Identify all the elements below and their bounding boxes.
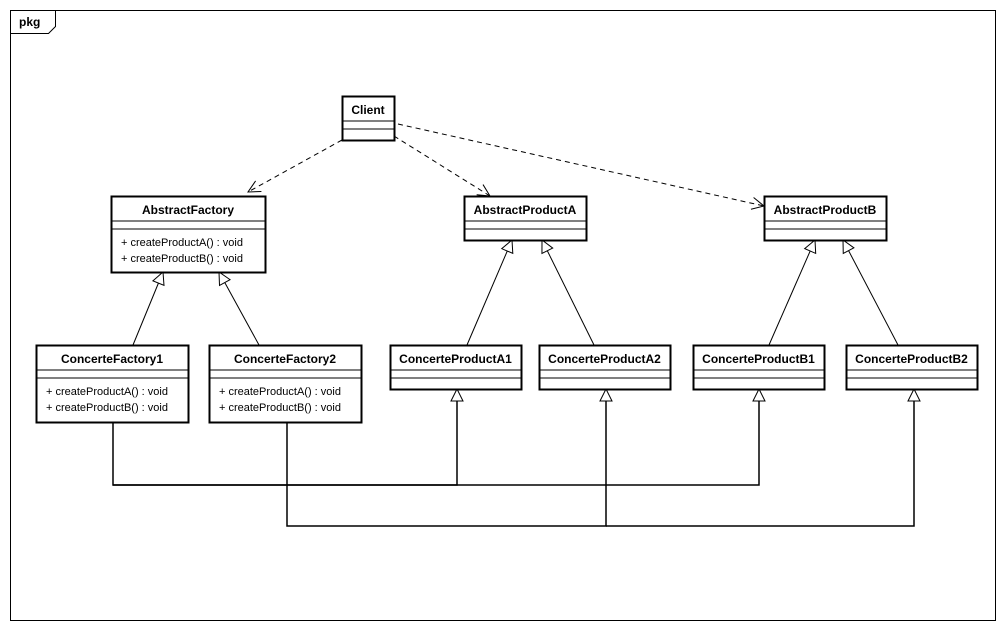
link-concrete-factory-2-to-concrete-product-b2 xyxy=(606,387,921,527)
class-name: AbstractFactory xyxy=(142,203,234,217)
hollow-triangle-icon xyxy=(599,387,613,402)
class-abstract-factory[interactable]: AbstractFactory + createProductA() : void… xyxy=(110,195,267,274)
class-abstract-product-a[interactable]: AbstractProductA xyxy=(463,195,588,242)
class-concrete-product-b1[interactable]: ConcerteProductB1 xyxy=(692,344,826,391)
link-concrete-factory-2-to-concrete-product-a2 xyxy=(286,387,613,527)
generalization-concrete-product-a2-to-abstract-product-a xyxy=(541,238,595,346)
class-client[interactable]: Client xyxy=(341,95,396,142)
hollow-triangle-icon xyxy=(907,387,921,402)
class-concrete-product-a2[interactable]: ConcerteProductA2 xyxy=(538,344,672,391)
class-name: AbstractProductB xyxy=(774,203,877,217)
operation: + createProductA() : void xyxy=(46,386,168,398)
class-name: ConcerteProductA2 xyxy=(548,352,661,366)
operation: + createProductA() : void xyxy=(121,237,243,249)
open-arrow-icon xyxy=(247,180,262,193)
class-name: ConcerteFactory2 xyxy=(234,352,336,366)
generalization-concrete-factory-2-to-abstract-factory xyxy=(218,271,260,346)
class-concrete-factory-2[interactable]: ConcerteFactory2 + createProductA() : voi… xyxy=(208,344,363,424)
link-concrete-factory-1-to-concrete-product-b1 xyxy=(113,387,766,486)
class-concrete-product-b2[interactable]: ConcerteProductB2 xyxy=(845,344,979,391)
operation: + createProductB() : void xyxy=(121,253,243,265)
hollow-triangle-icon xyxy=(752,387,766,402)
class-concrete-factory-1[interactable]: ConcerteFactory1 + createProductA() : voi… xyxy=(35,344,190,424)
operation: + createProductA() : void xyxy=(219,386,341,398)
generalization-concrete-product-a1-to-abstract-product-a xyxy=(466,238,514,346)
hollow-triangle-icon xyxy=(842,239,855,255)
class-abstract-product-b[interactable]: AbstractProductB xyxy=(763,195,888,242)
class-name: ConcerteProductB1 xyxy=(702,352,815,366)
hollow-triangle-icon xyxy=(541,238,554,255)
hollow-triangle-icon xyxy=(803,238,817,255)
class-name: Client xyxy=(351,103,384,117)
package-label: pkg xyxy=(19,15,40,29)
class-name: ConcerteProductA1 xyxy=(399,352,512,366)
generalization-concrete-product-b1-to-abstract-product-b xyxy=(768,238,817,346)
class-name: AbstractProductA xyxy=(474,203,577,217)
class-concrete-product-a1[interactable]: ConcerteProductA1 xyxy=(389,344,523,391)
dependency-client-to-abstract-factory xyxy=(247,139,343,193)
operation: + createProductB() : void xyxy=(46,402,168,414)
hollow-triangle-icon xyxy=(151,270,165,287)
operation: + createProductB() : void xyxy=(219,402,341,414)
hollow-triangle-icon xyxy=(500,238,514,255)
class-name: ConcerteProductB2 xyxy=(855,352,968,366)
class-name: ConcerteFactory1 xyxy=(61,352,163,366)
generalization-concrete-factory-1-to-abstract-factory xyxy=(132,270,165,346)
hollow-triangle-icon xyxy=(450,387,464,402)
hollow-triangle-icon xyxy=(218,271,231,287)
generalization-concrete-product-b2-to-abstract-product-b xyxy=(842,239,899,346)
package-frame: pkg xyxy=(10,10,996,621)
